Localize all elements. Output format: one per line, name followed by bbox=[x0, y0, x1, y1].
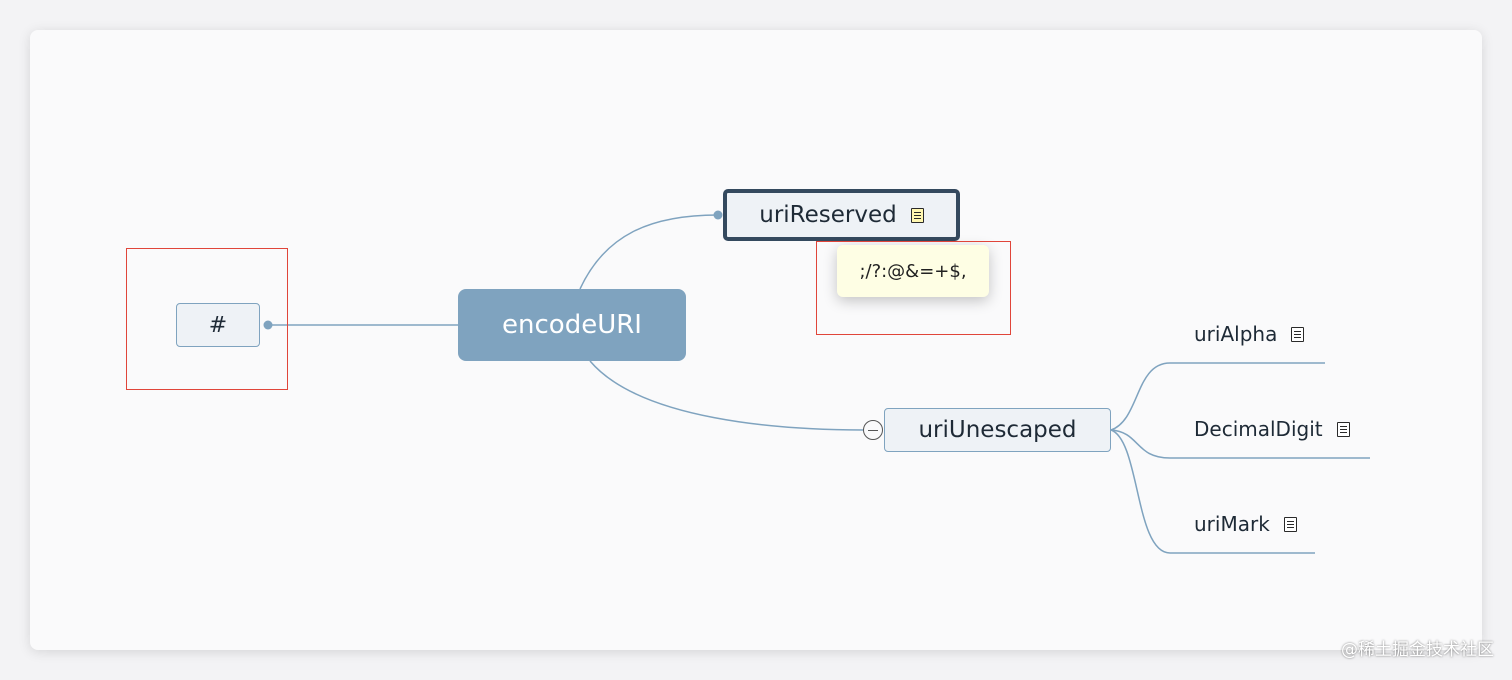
uri-mark-label: uriMark bbox=[1194, 512, 1270, 536]
hash-node[interactable]: # bbox=[176, 303, 260, 347]
hash-label: # bbox=[208, 312, 228, 338]
highlight-box-hash bbox=[126, 248, 288, 390]
decimal-digit-label: DecimalDigit bbox=[1194, 417, 1323, 441]
root-node[interactable]: encodeURI bbox=[458, 289, 686, 361]
collapse-icon[interactable] bbox=[863, 420, 883, 440]
highlight-box-note bbox=[816, 241, 1011, 335]
uri-reserved-node[interactable]: uriReserved bbox=[723, 189, 960, 241]
uri-unescaped-label: uriUnescaped bbox=[918, 417, 1077, 443]
note-icon[interactable] bbox=[1283, 516, 1297, 532]
uri-mark-node[interactable]: uriMark bbox=[1194, 512, 1297, 536]
uri-reserved-label: uriReserved bbox=[759, 202, 897, 228]
decimal-digit-node[interactable]: DecimalDigit bbox=[1194, 417, 1350, 441]
uri-unescaped-node[interactable]: uriUnescaped bbox=[884, 408, 1111, 452]
root-label: encodeURI bbox=[502, 310, 642, 340]
uri-alpha-label: uriAlpha bbox=[1194, 322, 1278, 346]
note-tooltip-text: ;/?:@&=+$, bbox=[859, 260, 967, 282]
watermark: @稀土掘金技术社区 bbox=[1341, 640, 1494, 660]
note-icon[interactable] bbox=[1291, 326, 1305, 342]
note-icon[interactable] bbox=[1336, 421, 1350, 437]
uri-alpha-node[interactable]: uriAlpha bbox=[1194, 322, 1305, 346]
note-icon[interactable] bbox=[910, 207, 924, 223]
note-tooltip: ;/?:@&=+$, bbox=[837, 245, 989, 297]
